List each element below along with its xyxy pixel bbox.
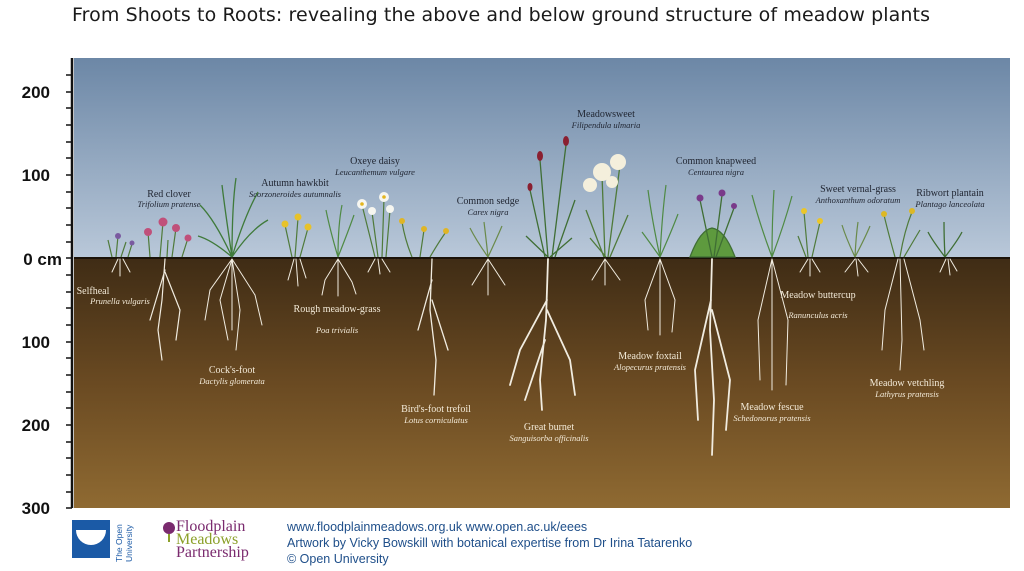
soil-background — [74, 258, 1010, 508]
shoot-oxeye-daisy — [357, 192, 394, 258]
ou-logo-line1: The Open — [114, 524, 124, 562]
tick-label-200-down: 200 — [22, 416, 50, 435]
roots-great-burnet — [509, 258, 576, 411]
footer-urls[interactable]: www.floodplainmeadows.org.uk www.open.ac… — [287, 520, 588, 534]
tick-label-200-up: 200 — [22, 83, 50, 102]
tick-label-100-up: 100 — [22, 166, 50, 185]
shoot-meadow-buttercup — [797, 208, 823, 258]
label-oxeye-daisy-common: Oxeye daisy — [350, 156, 400, 167]
shoot-meadow-fescue — [751, 189, 793, 258]
label-great-burnet-latin: Sanguisorba officinalis — [509, 433, 589, 443]
footer-copyright: © Open University — [287, 552, 389, 566]
label-birds-foot-trefoil-common: Bird's-foot trefoil — [401, 404, 471, 415]
label-sweet-vernal-grass-common: Sweet vernal-grass — [820, 184, 896, 195]
label-meadow-vetchling-latin: Lathyrus pratensis — [874, 389, 939, 399]
roots-sweet-vernal-grass — [844, 258, 869, 277]
fmp-logo-line3: Partnership — [176, 544, 249, 561]
shoot-selfheal — [107, 233, 135, 258]
tick-label-300-down: 300 — [22, 499, 50, 518]
label-meadow-fescue-common: Meadow fescue — [740, 402, 804, 413]
fmp-logo-line1: Floodplain — [176, 518, 246, 535]
depth-axis: 200 100 0 cm 100 200 300 — [22, 58, 74, 518]
roots-cocks-foot — [204, 258, 263, 351]
roots-meadowsweet — [591, 258, 621, 286]
label-ribwort-plantain-common: Ribwort plantain — [916, 188, 984, 199]
roots-oxeye-daisy — [367, 258, 391, 275]
label-red-clover-common: Red clover — [147, 189, 191, 200]
shoot-meadow-vetchling — [881, 208, 921, 258]
label-great-burnet-common: Great burnet — [524, 422, 574, 433]
open-university-logo: The Open University — [72, 520, 134, 562]
label-red-clover-latin: Trifolium pratense — [137, 199, 200, 209]
shoot-birds-foot-trefoil — [399, 218, 449, 258]
label-selfheal-latin: Prunella vulgaris — [89, 296, 150, 306]
label-common-sedge-common: Common sedge — [457, 196, 520, 207]
shoot-meadowsweet — [583, 154, 629, 258]
roots-layer — [111, 258, 958, 456]
label-common-sedge-latin: Carex nigra — [467, 207, 508, 217]
fmp-logo-line2: Meadows — [176, 531, 239, 548]
shoot-red-clover — [144, 217, 192, 258]
label-meadow-buttercup-latin: Ranunculus acris — [787, 310, 848, 320]
roots-autumn-hawkbit — [287, 258, 307, 287]
label-autumn-hawkbit-common: Autumn hawkbit — [261, 178, 329, 189]
label-meadow-foxtail-latin: Alopecurus pratensis — [613, 362, 687, 372]
roots-meadow-vetchling — [881, 258, 925, 371]
label-meadow-fescue-latin: Schedonorus pratensis — [733, 413, 811, 423]
roots-meadow-buttercup — [799, 258, 821, 277]
labels-above-ground: Red clover Trifolium pratense Autumn haw… — [137, 109, 984, 217]
label-common-knapweed-common: Common knapweed — [676, 156, 756, 167]
roots-red-clover — [149, 258, 181, 361]
label-oxeye-daisy-latin: Leucanthemum vulgare — [334, 167, 415, 177]
label-birds-foot-trefoil-latin: Lotus corniculatus — [403, 415, 468, 425]
fmp-flower-icon — [163, 522, 175, 542]
label-meadowsweet-latin: Filipendula ulmaria — [571, 120, 641, 130]
roots-selfheal — [111, 258, 131, 277]
shoot-cocks-foot — [197, 177, 269, 258]
roots-common-knapweed — [694, 258, 731, 456]
shoot-rough-meadow-grass — [325, 204, 355, 258]
tick-label-0: 0 cm — [23, 250, 62, 269]
shoot-sweet-vernal-grass — [841, 221, 871, 258]
label-rough-meadow-grass-common: Rough meadow-grass — [294, 304, 381, 315]
footer-credits: www.floodplainmeadows.org.uk www.open.ac… — [287, 519, 692, 567]
roots-birds-foot-trefoil — [417, 258, 449, 396]
label-sweet-vernal-grass-latin: Anthoxanthum odoratum — [815, 195, 901, 205]
ou-logo-line2: University — [124, 524, 134, 562]
labels-below-ground: Selfheal Prunella vulgaris Cock's-foot D… — [77, 286, 945, 443]
shoot-common-sedge — [469, 221, 503, 258]
label-selfheal-common: Selfheal — [77, 286, 110, 297]
shoots-layer — [107, 136, 963, 258]
label-rough-meadow-grass-latin: Poa trivialis — [315, 325, 359, 335]
shoot-autumn-hawkbit — [281, 213, 312, 258]
label-cocks-foot-latin: Dactylis glomerata — [198, 376, 264, 386]
label-ribwort-plantain-latin: Plantago lanceolata — [914, 199, 984, 209]
shoot-common-knapweed — [689, 189, 737, 258]
roots-common-sedge — [471, 258, 506, 296]
label-meadowsweet-common: Meadowsweet — [577, 109, 635, 120]
roots-rough-meadow-grass — [321, 258, 357, 297]
shoot-meadow-foxtail — [641, 184, 679, 258]
shoot-great-burnet — [525, 136, 576, 258]
roots-meadow-foxtail — [644, 258, 676, 336]
roots-ribwort-plantain — [939, 258, 958, 276]
label-common-knapweed-latin: Centaurea nigra — [688, 167, 744, 177]
fmp-logo: Floodplain Meadows Partnership — [176, 518, 249, 561]
label-meadow-buttercup-common: Meadow buttercup — [780, 290, 855, 301]
footer-artwork-credit: Artwork by Vicky Bowskill with botanical… — [287, 536, 693, 550]
label-meadow-foxtail-common: Meadow foxtail — [618, 351, 682, 362]
label-meadow-vetchling-common: Meadow vetchling — [870, 378, 945, 389]
roots-meadow-fescue — [757, 258, 789, 391]
diagram-title: From Shoots to Roots: revealing the abov… — [72, 4, 931, 26]
label-autumn-hawkbit-latin: Scorzoneroides autumnalis — [249, 189, 342, 199]
tick-label-100-down: 100 — [22, 333, 50, 352]
shoot-ribwort-plantain — [927, 221, 963, 258]
label-cocks-foot-common: Cock's-foot — [209, 365, 255, 376]
